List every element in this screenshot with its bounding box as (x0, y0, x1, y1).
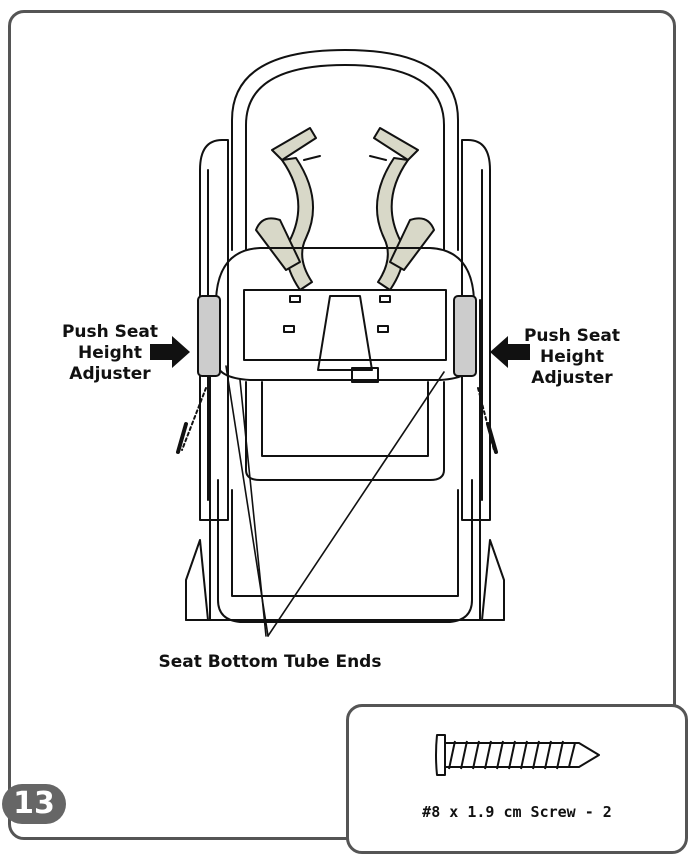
seat-back (231, 49, 459, 251)
seat-bucket (215, 247, 475, 383)
step-number-badge: 13 (2, 784, 66, 824)
height-adjusters (197, 295, 477, 377)
screw-caption: #8 x 1.9 cm Screw - 2 (422, 803, 612, 821)
push-seat-height-adjuster-right-label: Push Seat Height Adjuster (523, 326, 621, 388)
push-seat-height-adjuster-left-label: Push Seat Height Adjuster (61, 322, 159, 384)
seat-bottom-tube-ends-label: Seat Bottom Tube Ends (158, 652, 382, 672)
tube-end-pointers (225, 365, 445, 637)
screw-icon (435, 734, 600, 776)
hardware-inset: #8 x 1.9 cm Screw - 2 (346, 704, 688, 854)
arrow-left-icon (490, 336, 530, 368)
harness-straps (255, 127, 435, 291)
chair-base (185, 539, 505, 621)
install-screws (176, 387, 498, 454)
instruction-frame (8, 10, 676, 840)
arrow-right-icon (150, 336, 190, 368)
seat-bottom (217, 381, 473, 623)
